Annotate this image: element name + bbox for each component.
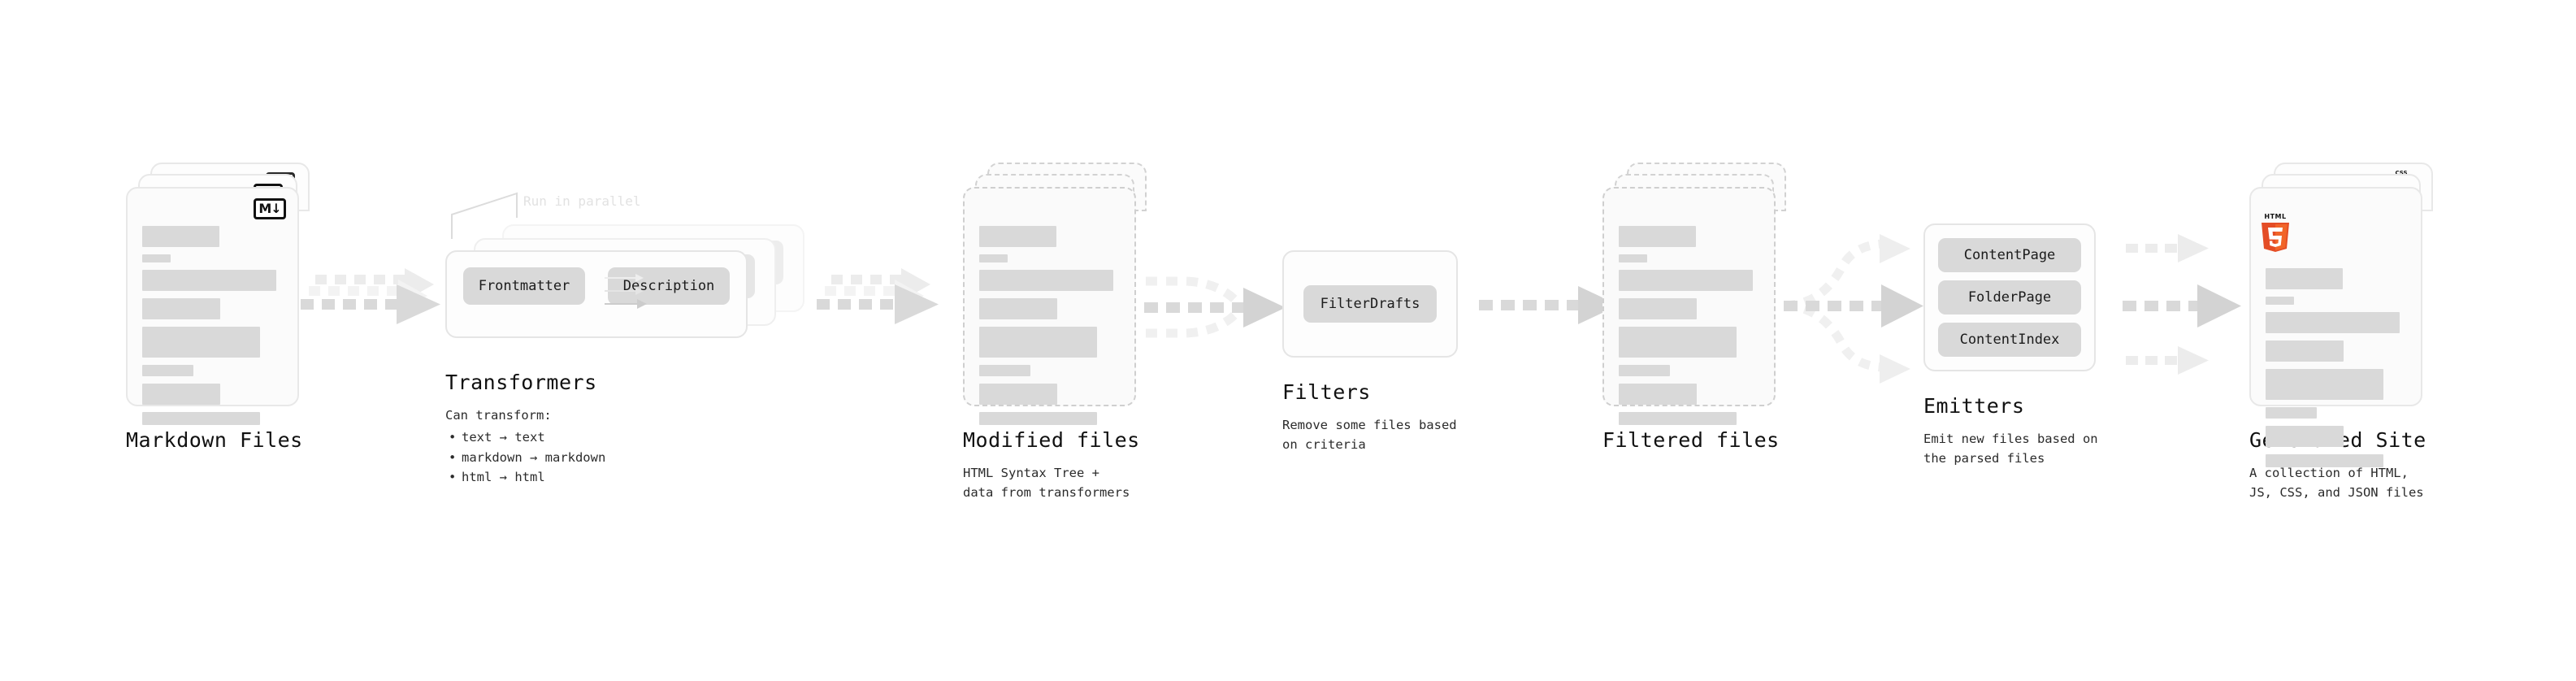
- emitter-chip-contentindex[interactable]: ContentIndex: [1938, 323, 2081, 357]
- placeholder-bar: [1619, 270, 1753, 291]
- connector-transformers-to-modified: [817, 268, 939, 324]
- stage-subtitle-emitters: Emit new files based on the parsed files: [1923, 432, 2098, 466]
- placeholder-bar: [2266, 454, 2383, 467]
- placeholder-bar: [1619, 412, 1737, 425]
- placeholder-bar: [1619, 298, 1697, 319]
- stage-subtitle-modified-files: HTML Syntax Tree + data from transformer…: [963, 466, 1130, 501]
- stage-title-emitters: Emitters: [1923, 394, 2025, 418]
- stage-title-filtered-files: Filtered files: [1602, 428, 1780, 452]
- placeholder-bar: [979, 254, 1008, 262]
- markdown-icon: M↓: [254, 198, 286, 219]
- placeholder-bar: [142, 298, 220, 319]
- file-card-front: [1602, 187, 1776, 425]
- placeholder-bar: [979, 298, 1057, 319]
- modified-file-stack: [963, 163, 1147, 425]
- stage-filtered-files: Filtered files: [1602, 163, 1786, 452]
- file-card-front: [963, 187, 1136, 425]
- html5-icon: HTML: [2257, 211, 2293, 254]
- filters-group: FilterDrafts: [1282, 250, 1458, 358]
- stage-title-filters: Filters: [1282, 380, 1371, 404]
- placeholder-bar: [2266, 369, 2383, 400]
- transformer-group: Frontmatter Description: [445, 250, 748, 338]
- placeholder-bar: [2266, 407, 2317, 419]
- placeholder-bar: [2266, 268, 2343, 289]
- placeholder-bar: [142, 254, 171, 262]
- placeholder-bar: [142, 412, 260, 425]
- placeholder-bar: [1619, 365, 1670, 376]
- placeholder-bar: [1619, 254, 1647, 262]
- placeholder-bar: [142, 327, 260, 358]
- connector-filtered-to-emitters: [1784, 234, 1923, 384]
- connector-modified-to-filters: [1144, 276, 1286, 338]
- stage-title-modified-files: Modified files: [963, 428, 1140, 452]
- placeholder-bar: [979, 384, 1057, 405]
- emitters-group: ContentPage FolderPage ContentIndex: [1923, 223, 2096, 371]
- placeholder-bar: [142, 384, 220, 405]
- stage-emitters: ContentPage FolderPage ContentIndex Emit…: [1923, 223, 2098, 468]
- generated-file-stack: HTML: [2249, 163, 2433, 467]
- placeholder-bar: [2266, 340, 2344, 362]
- stage-transformers: Run in parallel Frontmatter Description: [445, 192, 819, 488]
- parallel-annotation: Run in parallel: [523, 193, 641, 209]
- transformers-capabilities: Can transform: text → text markdown → ma…: [445, 406, 819, 488]
- capability-item: text → text: [449, 427, 819, 448]
- emitter-chip-contentpage[interactable]: ContentPage: [1938, 238, 2081, 272]
- placeholder-bar: [1619, 327, 1737, 358]
- capability-item: markdown → markdown: [449, 448, 819, 468]
- stage-subtitle-generated-site: A collection of HTML, JS, CSS, and JSON …: [2249, 466, 2424, 501]
- capability-item: html → html: [449, 467, 819, 488]
- placeholder-bar: [979, 327, 1097, 358]
- transformer-chip-description[interactable]: Description: [608, 267, 730, 305]
- placeholder-bar: [2266, 312, 2400, 333]
- connector-emitters-to-site: [2123, 234, 2241, 375]
- stage-generated-site: HTML Generated Site: [2249, 163, 2433, 502]
- transformers-capabilities-lead: Can transform:: [445, 408, 552, 423]
- placeholder-bar: [2266, 297, 2294, 305]
- placeholder-bar: [1619, 226, 1696, 247]
- placeholder-bar: [142, 270, 276, 291]
- file-card-front: M↓: [126, 187, 299, 425]
- transformer-chip-frontmatter[interactable]: Frontmatter: [463, 267, 585, 305]
- placeholder-bar: [979, 226, 1056, 247]
- placeholder-bar: [1619, 384, 1697, 405]
- placeholder-bar: [979, 365, 1030, 376]
- placeholder-bar: [142, 226, 219, 247]
- connector-filters-to-filtered: [1479, 286, 1619, 324]
- svg-text:HTML: HTML: [2264, 213, 2286, 220]
- placeholder-bar: [979, 412, 1097, 425]
- stage-filters: FilterDrafts Filters Remove some files b…: [1282, 250, 1458, 454]
- placeholder-bar: [2266, 426, 2344, 447]
- stage-title-markdown-files: Markdown Files: [126, 428, 303, 452]
- placeholder-bar: [979, 270, 1113, 291]
- emitter-chip-folderpage[interactable]: FolderPage: [1938, 280, 2081, 314]
- markdown-file-stack: M↓ M↓ M↓: [126, 163, 310, 425]
- filtered-file-stack: [1602, 163, 1786, 425]
- placeholder-bar: [142, 365, 193, 376]
- stage-title-transformers: Transformers: [445, 371, 597, 394]
- connector-markdown-to-transformers: [301, 268, 440, 324]
- file-card-front: HTML: [2249, 187, 2422, 467]
- stage-markdown-files: M↓ M↓ M↓ Markdown Files: [126, 163, 310, 452]
- stage-subtitle-filters: Remove some files based on criteria: [1282, 418, 1457, 453]
- stage-modified-files: Modified files HTML Syntax Tree + data f…: [963, 163, 1147, 502]
- filter-chip-filterdrafts[interactable]: FilterDrafts: [1303, 285, 1437, 323]
